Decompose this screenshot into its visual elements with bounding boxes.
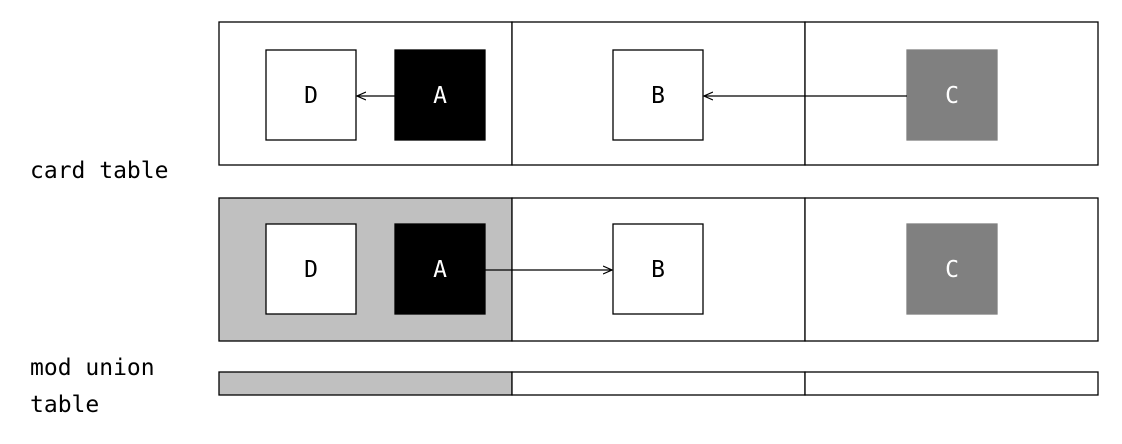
mod-union-label-line2: table: [30, 392, 99, 418]
object-D-bottom-label: D: [304, 257, 318, 283]
object-A-bottom-label: A: [433, 257, 447, 283]
mod-union-bitmap: [218, 371, 1099, 396]
mod-union-heap: D A B C: [218, 197, 1099, 342]
object-D-top: D: [265, 49, 357, 141]
object-B-top: B: [612, 49, 704, 141]
bitmap-cell-2: [511, 371, 806, 396]
object-B-top-label: B: [651, 83, 665, 109]
object-C-top: C: [906, 49, 998, 141]
object-D-top-label: D: [304, 83, 318, 109]
object-A-top: A: [394, 49, 486, 141]
object-B-bottom-label: B: [651, 257, 665, 283]
object-C-bottom-label: C: [945, 257, 959, 283]
object-C-bottom: C: [906, 223, 998, 315]
card-table-heap: D A B C: [218, 21, 1099, 166]
bitmap-cell-3: [804, 371, 1099, 396]
object-A-top-label: A: [433, 83, 447, 109]
card-table-label: card table: [30, 158, 168, 184]
object-D-bottom: D: [265, 223, 357, 315]
bitmap-cell-1: [218, 371, 513, 396]
object-C-top-label: C: [945, 83, 959, 109]
object-B-bottom: B: [612, 223, 704, 315]
object-A-bottom: A: [394, 223, 486, 315]
mod-union-label-line1: mod union: [30, 355, 155, 381]
